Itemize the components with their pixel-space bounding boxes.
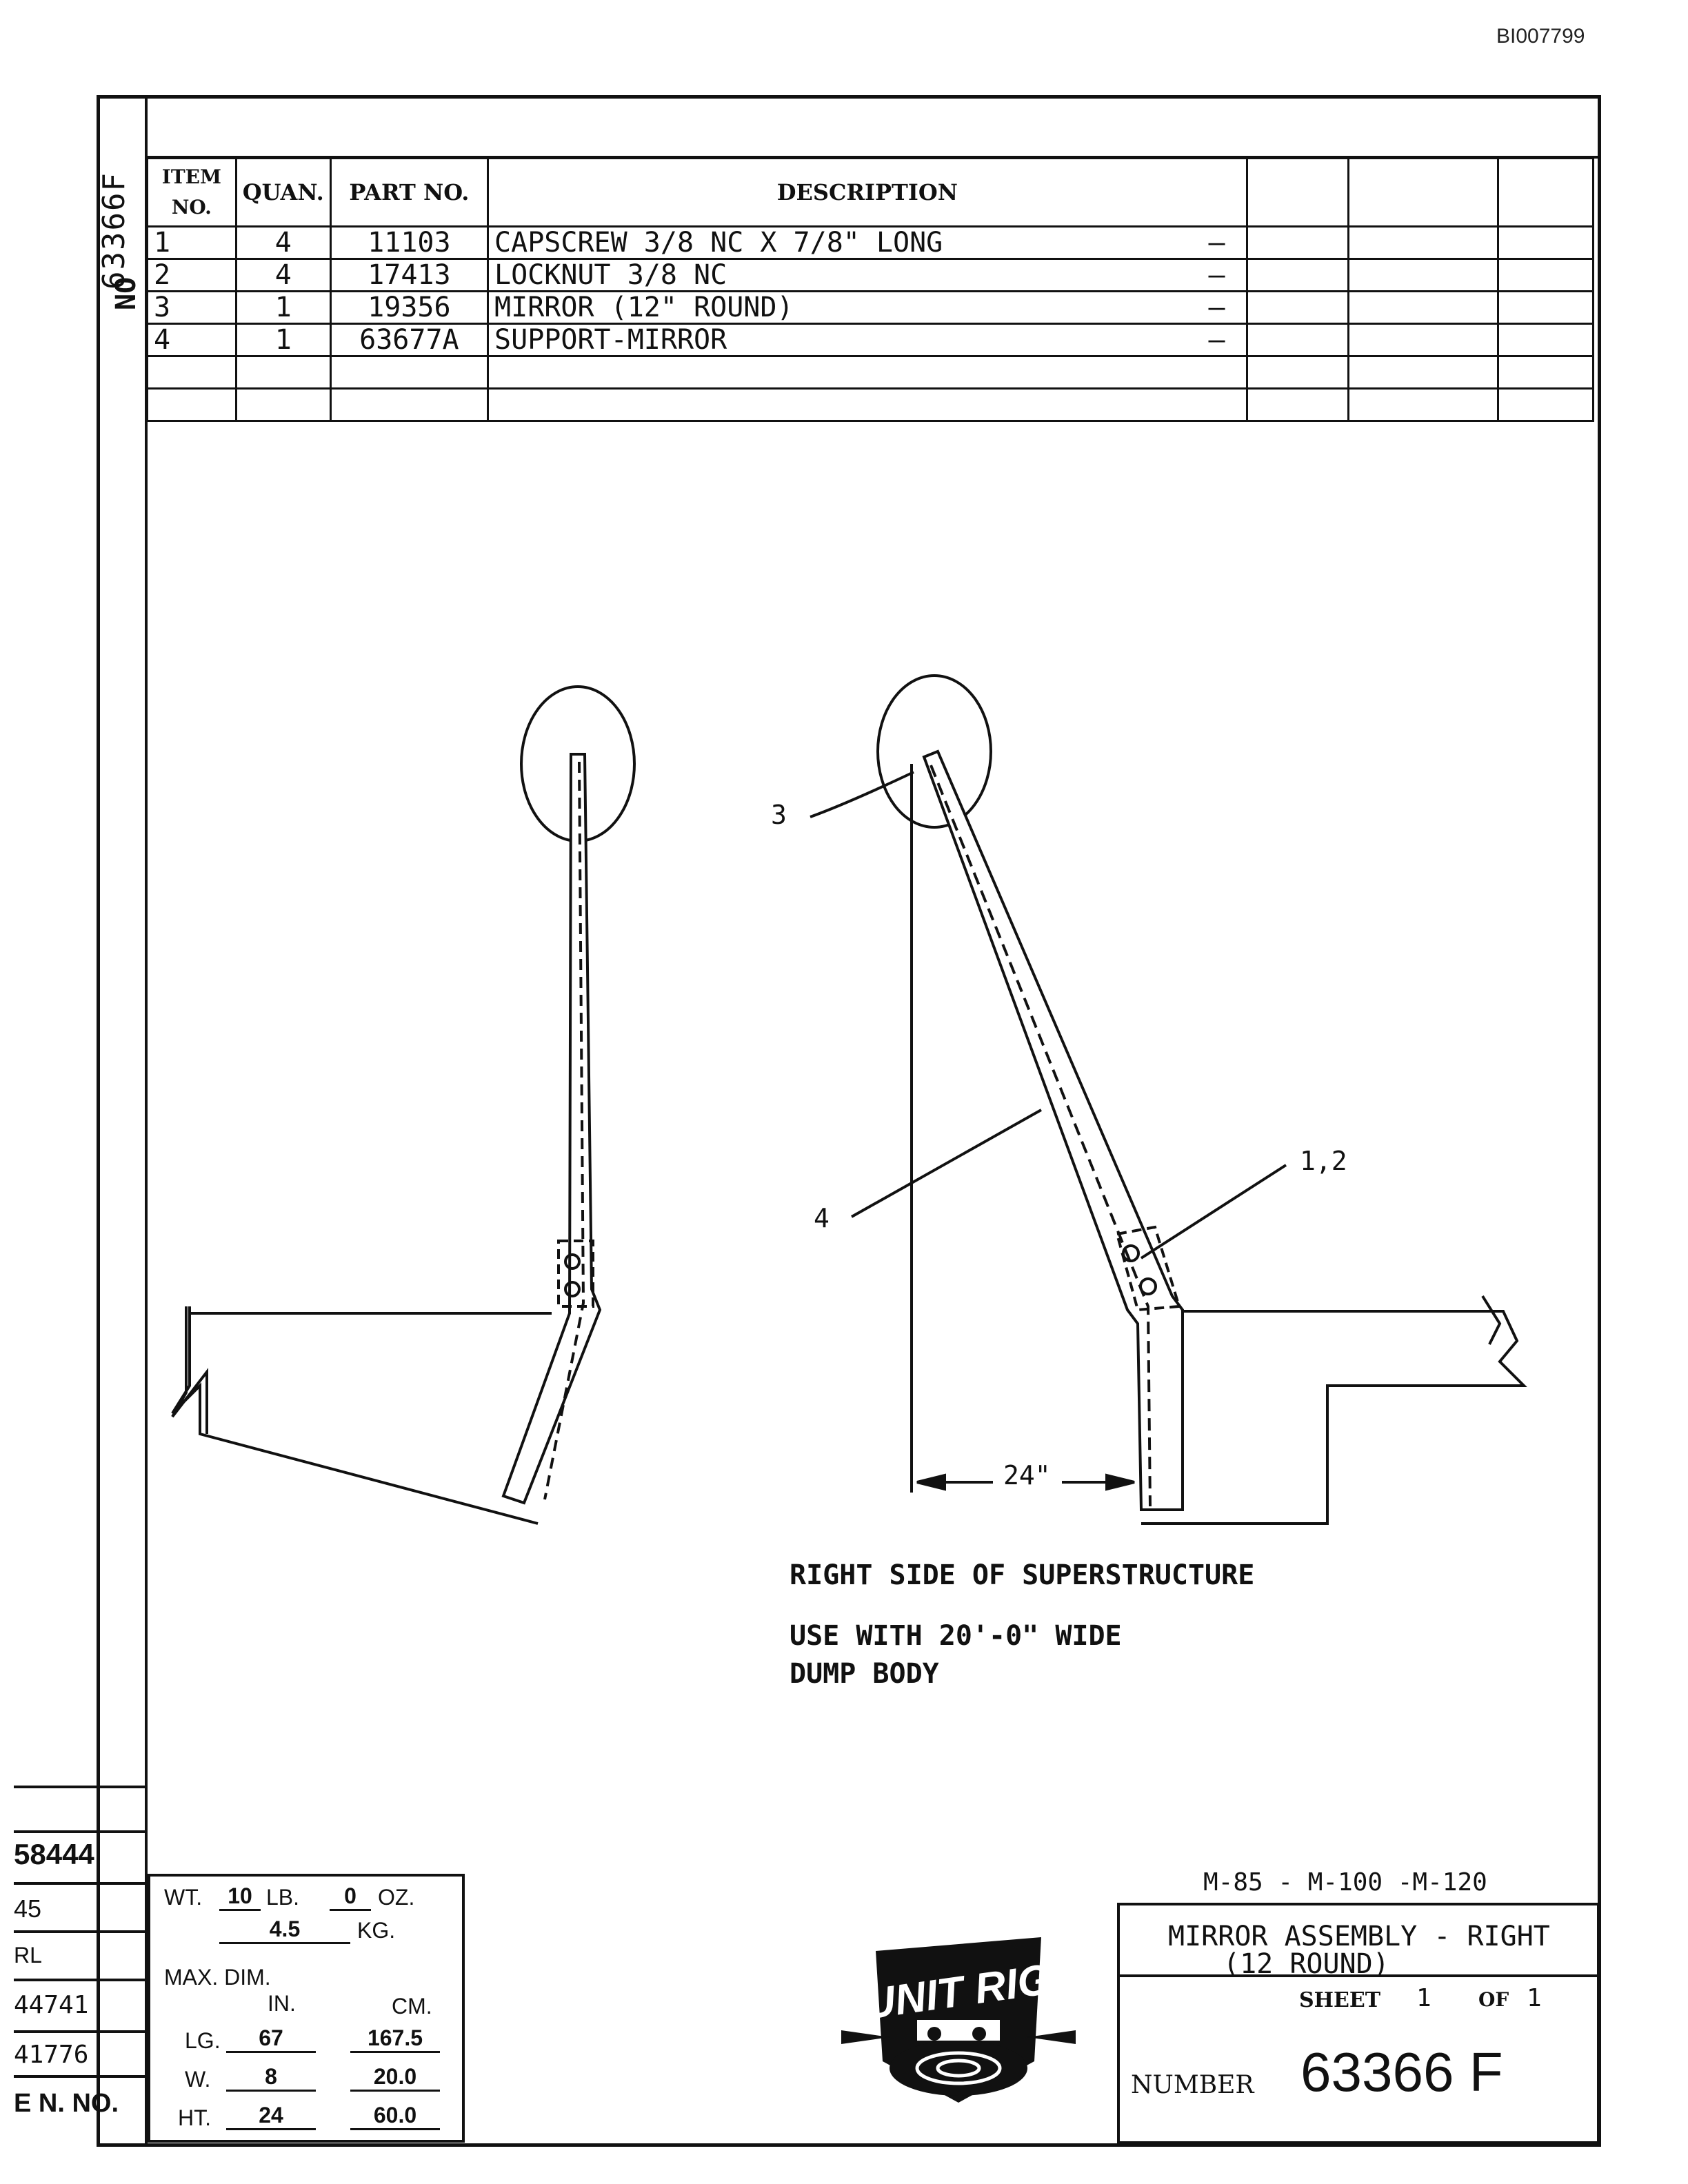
description: LOCKNUT 3/8 NC– [487,258,1248,292]
note-line-1: RIGHT SIDE OF SUPERSTRUCTURE [790,1559,1255,1591]
ht-cm: 60.0 [350,2103,440,2130]
description: CAPSCREW 3/8 NC X 7/8" LONG– [487,225,1248,260]
wt-label: WT. [164,1885,203,1910]
item-no: 1 [146,225,237,260]
header-blank-2 [1347,157,1500,228]
oz-value: 0 [330,1883,371,1911]
body-right [1141,1310,1527,1525]
table-row: 2 4 17413 LOCKNUT 3/8 NC– [146,258,1594,292]
of-label: OF [1478,1988,1509,2011]
tab-en-no: E N. NO. [14,2089,119,2118]
cm-label: CM. [392,1994,432,2019]
note-line-2: USE WITH 20'-0" WIDE [790,1620,1122,1652]
description: MIRROR (12" ROUND)– [487,290,1248,325]
lg-label: LG. [185,2028,221,2053]
kg-value: 4.5 [219,1917,350,1944]
title-block: MIRROR ASSEMBLY - RIGHT (12 ROUND) SHEET… [1117,1903,1600,2144]
quantity: 4 [234,225,332,260]
table-row: 4 1 63677A SUPPORT-MIRROR– [146,323,1594,357]
header-item-no: ITEM NO. [146,157,237,228]
quantity: 1 [234,290,332,325]
in-label: IN. [268,1991,296,2016]
item-no: 4 [146,323,237,357]
sheet-total: 1 [1527,1984,1542,2012]
left-strip-divider [145,95,148,2147]
item-no: 2 [146,258,237,292]
title-line-1: MIRROR ASSEMBLY - RIGHT [1168,1921,1550,1952]
tab-41776: 41776 [14,2041,89,2069]
part-no: 63677A [329,323,490,357]
ht-in: 24 [226,2103,316,2130]
sheet-label: SHEET [1299,1988,1381,2012]
header-blank-1 [1245,157,1350,228]
callout-3: 3 [771,800,787,830]
header-description: DESCRIPTION [487,157,1248,228]
header-blank-3 [1497,157,1594,228]
body-left [171,1306,552,1525]
quantity: 1 [234,323,332,357]
top-band-line [145,156,1601,159]
kg-label: KG. [357,1918,396,1943]
lg-cm: 167.5 [350,2025,440,2053]
tab-58444: 58444 [14,1838,94,1870]
header-quantity: QUAN. [234,157,332,228]
tab-44741: 44741 [14,1991,89,2019]
note-line-3: DUMP BODY [790,1658,939,1690]
table-row: 1 4 11103 CAPSCREW 3/8 NC X 7/8" LONG– [146,225,1594,260]
sheet-number: 1 [1416,1984,1431,2012]
description: SUPPORT-MIRROR– [487,323,1248,357]
part-no: 11103 [329,225,490,260]
w-in: 8 [226,2064,316,2092]
part-no: 17413 [329,258,490,292]
mirror-right [876,674,992,829]
table-row [146,355,1594,390]
oz-label: OZ. [378,1885,415,1910]
unit-rig-logo: UNIT RIG [841,1937,1076,2103]
number-label: NUMBER [1131,2071,1254,2099]
ht-label: HT. [178,2105,211,2130]
part-no: 19356 [329,290,490,325]
bill-of-materials: ITEM NO. QUAN. PART NO. DESCRIPTION 1 4 … [146,157,1594,422]
support-arm-left-hidden [543,761,585,1500]
support-arm-right [922,749,1184,1511]
max-dim-label: MAX. DIM. [164,1965,271,1990]
drawing-number: 63366 F [1300,2041,1503,2103]
support-arm-right-hidden [930,765,1152,1507]
item-no: 3 [146,290,237,325]
w-cm: 20.0 [350,2064,440,2092]
callout-4: 4 [814,1203,830,1233]
bracket-left [557,1240,594,1308]
callout-1-2: 1,2 [1300,1146,1347,1176]
document-id: BI007799 [1496,25,1585,48]
table-row: 3 1 19356 MIRROR (12" ROUND)– [146,290,1594,325]
header-part-no: PART NO. [329,157,490,228]
lg-in: 67 [226,2025,316,2053]
tab-45: 45 [14,1894,42,1923]
drawing-frame [97,95,1601,2147]
lb-label: LB. [266,1885,300,1910]
tab-rl: RL [14,1943,42,1968]
w-label: W. [185,2067,211,2092]
lb-value: 10 [219,1883,261,1911]
model-list: M-85 - M-100 -M-120 [1203,1868,1487,1897]
quantity: 4 [234,258,332,292]
dimension-24: 24" [1003,1460,1051,1490]
table-row [146,387,1594,422]
support-arm-left [501,753,602,1505]
weight-dimension-box: WT. 10 LB. 0 OZ. 4.5 KG. MAX. DIM. IN. C… [148,1874,465,2143]
